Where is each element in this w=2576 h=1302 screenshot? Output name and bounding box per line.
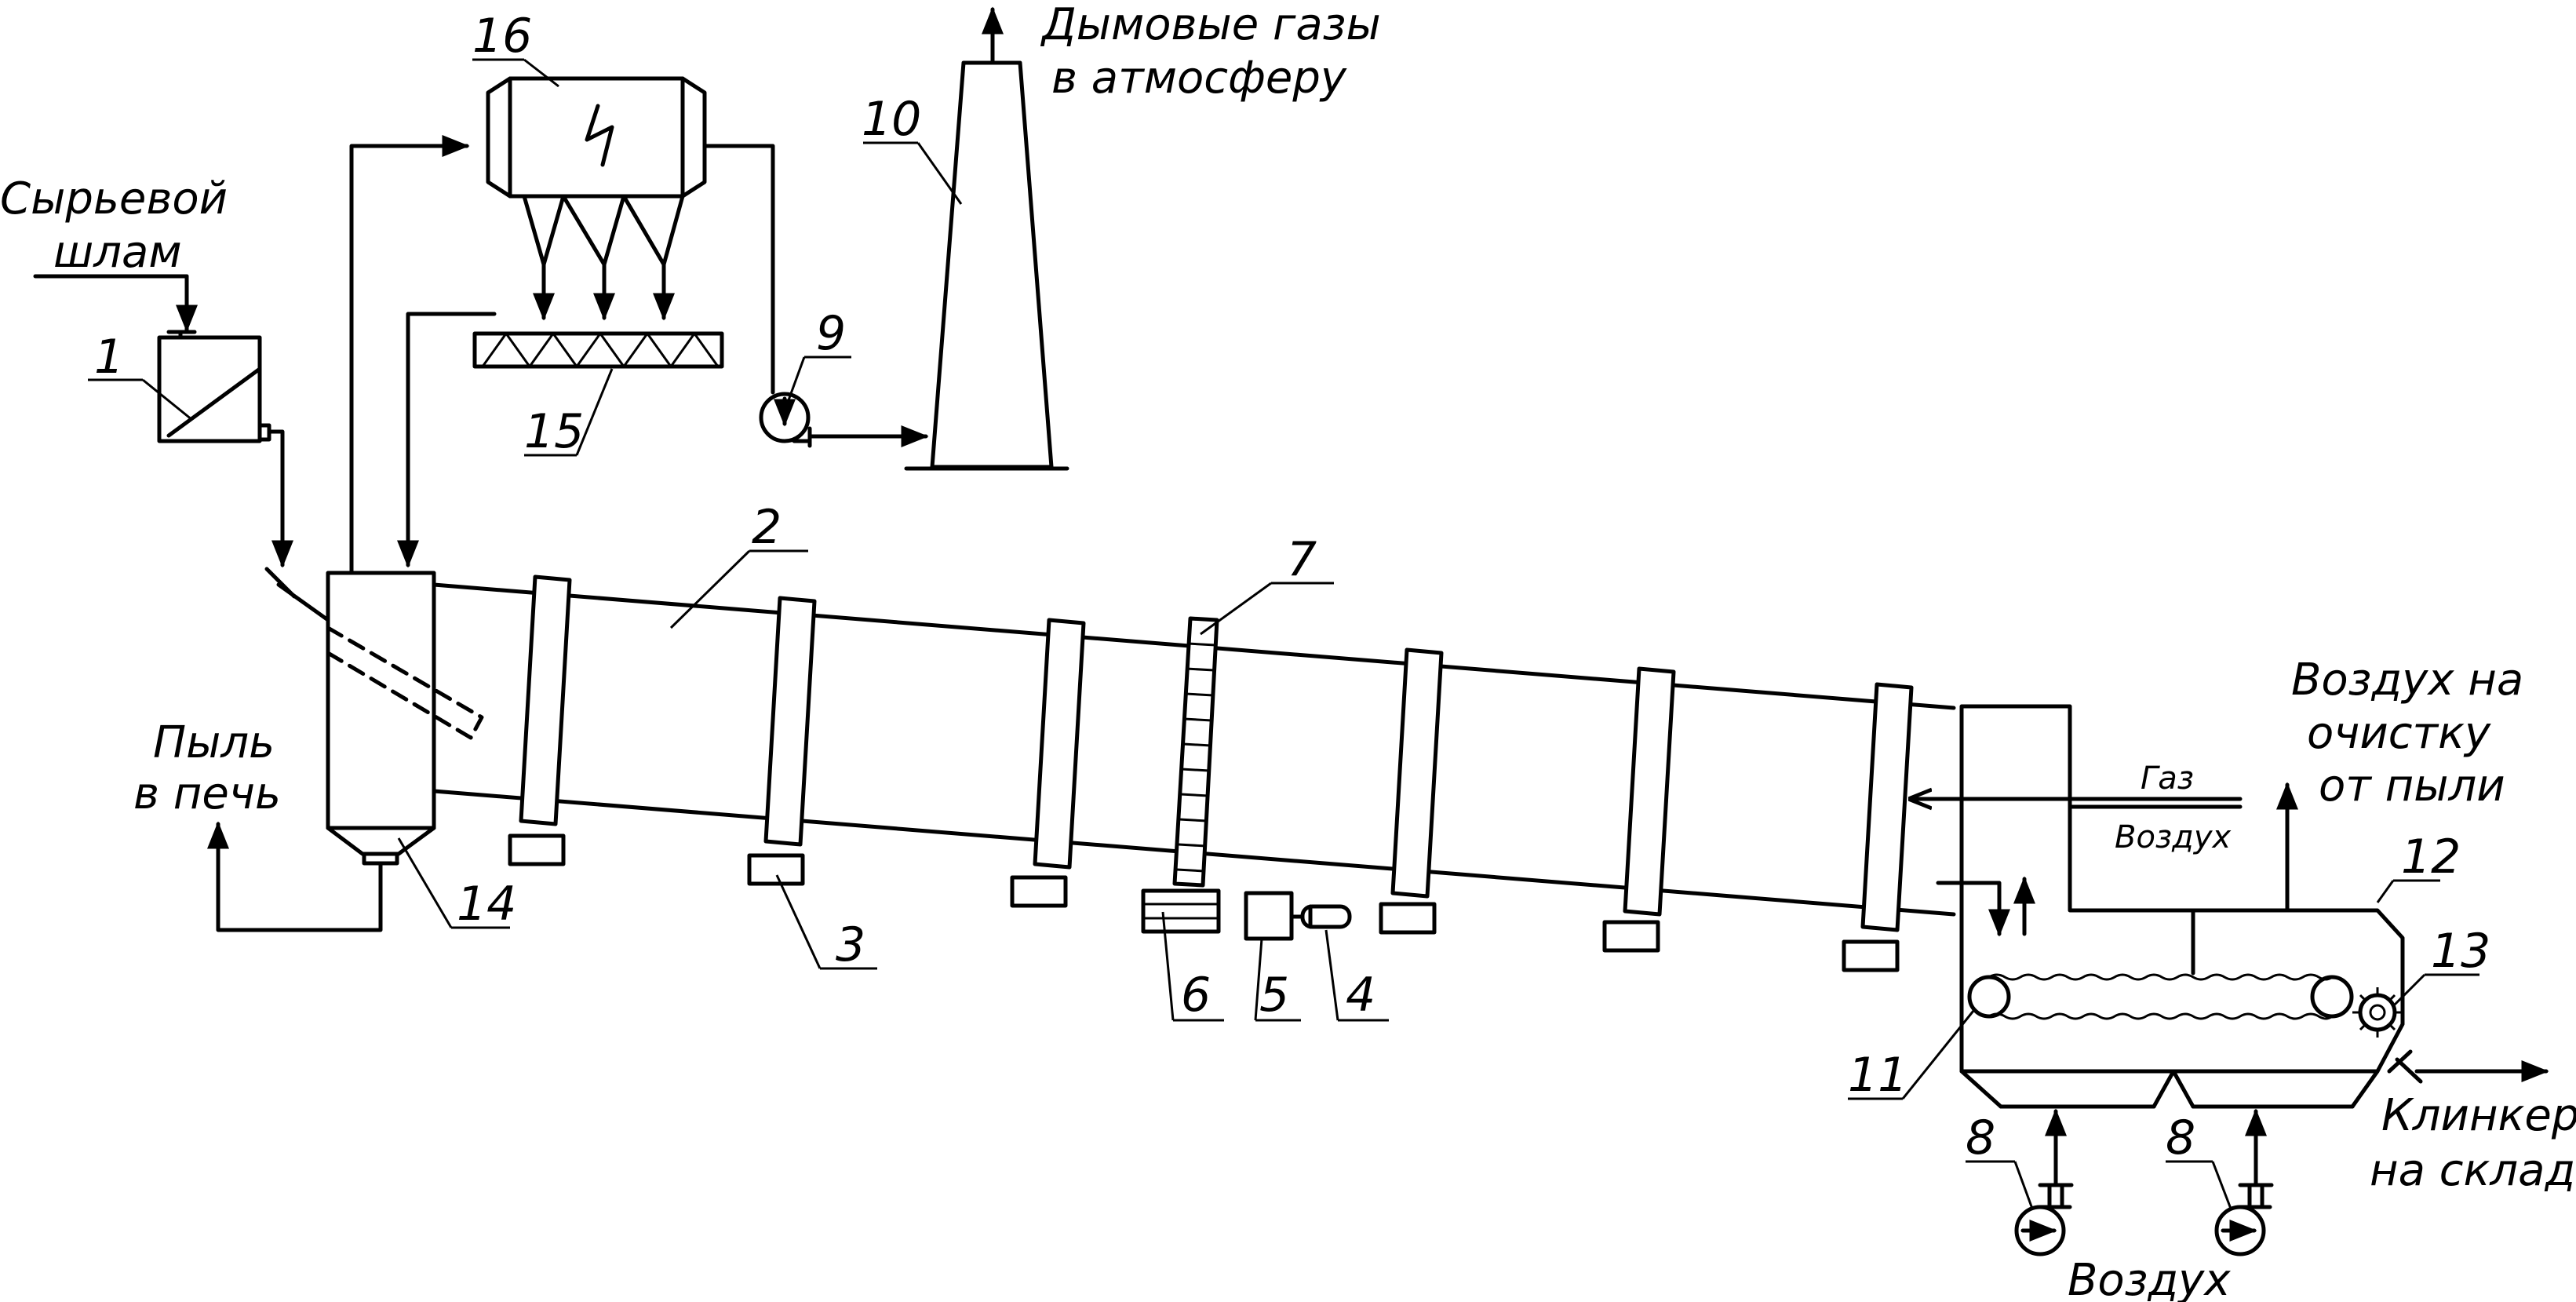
callout-leaders xyxy=(88,58,2479,1209)
dust-to-kiln-label-2: в печь xyxy=(133,768,281,819)
air-cleaning-label-3: от пыли xyxy=(2319,760,2505,811)
callout-5: 5 xyxy=(1259,968,1289,1023)
callout-12: 12 xyxy=(2401,830,2461,884)
dust-chamber xyxy=(207,567,484,932)
air-bottom-label: Воздух xyxy=(2068,1255,2231,1302)
gas-label: Газ xyxy=(2141,760,2194,797)
clinker-cooler xyxy=(1959,704,2405,1109)
gas-duct-to-fan xyxy=(702,144,775,395)
air-cleaning-label-2: очистку xyxy=(2307,708,2491,759)
callout-7: 7 xyxy=(1287,532,1317,587)
callout-9: 9 xyxy=(816,306,846,361)
exhaust-fan xyxy=(759,392,929,448)
flue-gases-label-2: в атмосферу xyxy=(1051,53,1347,104)
chimney xyxy=(904,6,1069,471)
flue-gases-label-1: Дымовые газы xyxy=(1040,0,1381,50)
callout-11: 11 xyxy=(1848,1048,1907,1103)
callout-6: 6 xyxy=(1181,968,1211,1023)
raw-slurry-label-1: Сырьевой xyxy=(0,173,228,224)
callout-2: 2 xyxy=(752,500,782,555)
callout-16: 16 xyxy=(472,9,532,64)
clinker-label-2: на склад xyxy=(2370,1145,2575,1196)
slurry-tank xyxy=(33,274,293,568)
clinker-outlet xyxy=(2387,1049,2549,1084)
callout-1: 1 xyxy=(94,330,124,385)
callout-13: 13 xyxy=(2431,924,2490,979)
callout-14: 14 xyxy=(457,877,516,932)
rotary-kiln xyxy=(432,574,1956,932)
callout-4: 4 xyxy=(1346,968,1375,1023)
air-cleaning-label-1: Воздух на xyxy=(2291,655,2523,706)
callout-10: 10 xyxy=(862,92,921,147)
electric-motor xyxy=(1289,904,1352,929)
kiln-supports xyxy=(508,833,1900,972)
dust-to-kiln-label-1: Пыль xyxy=(153,717,275,768)
girth-gear xyxy=(1141,616,1221,934)
callout-15: 15 xyxy=(524,404,584,459)
cooling-fan-left xyxy=(2014,1108,2074,1256)
dust-return-line xyxy=(397,312,497,568)
clinker-drop-arrow xyxy=(1936,881,2010,937)
callout-3: 3 xyxy=(836,917,865,972)
gas-duct-to-precipitator xyxy=(349,135,470,575)
callout-8-right: 8 xyxy=(2166,1111,2195,1165)
gear-reducer xyxy=(1244,891,1294,941)
cooling-fan-right xyxy=(2214,1108,2274,1256)
raw-slurry-label-2: шлам xyxy=(53,227,182,278)
burner xyxy=(1911,799,2243,807)
grate-conveyor xyxy=(1967,973,2354,1020)
air-small-label: Воздух xyxy=(2115,819,2232,855)
screw-conveyor xyxy=(472,331,724,369)
electrostatic-precipitator xyxy=(486,76,707,321)
clinker-crusher xyxy=(2352,987,2403,1038)
callout-8-left: 8 xyxy=(1966,1111,1995,1165)
clinker-label-1: Клинкер xyxy=(2381,1090,2576,1141)
